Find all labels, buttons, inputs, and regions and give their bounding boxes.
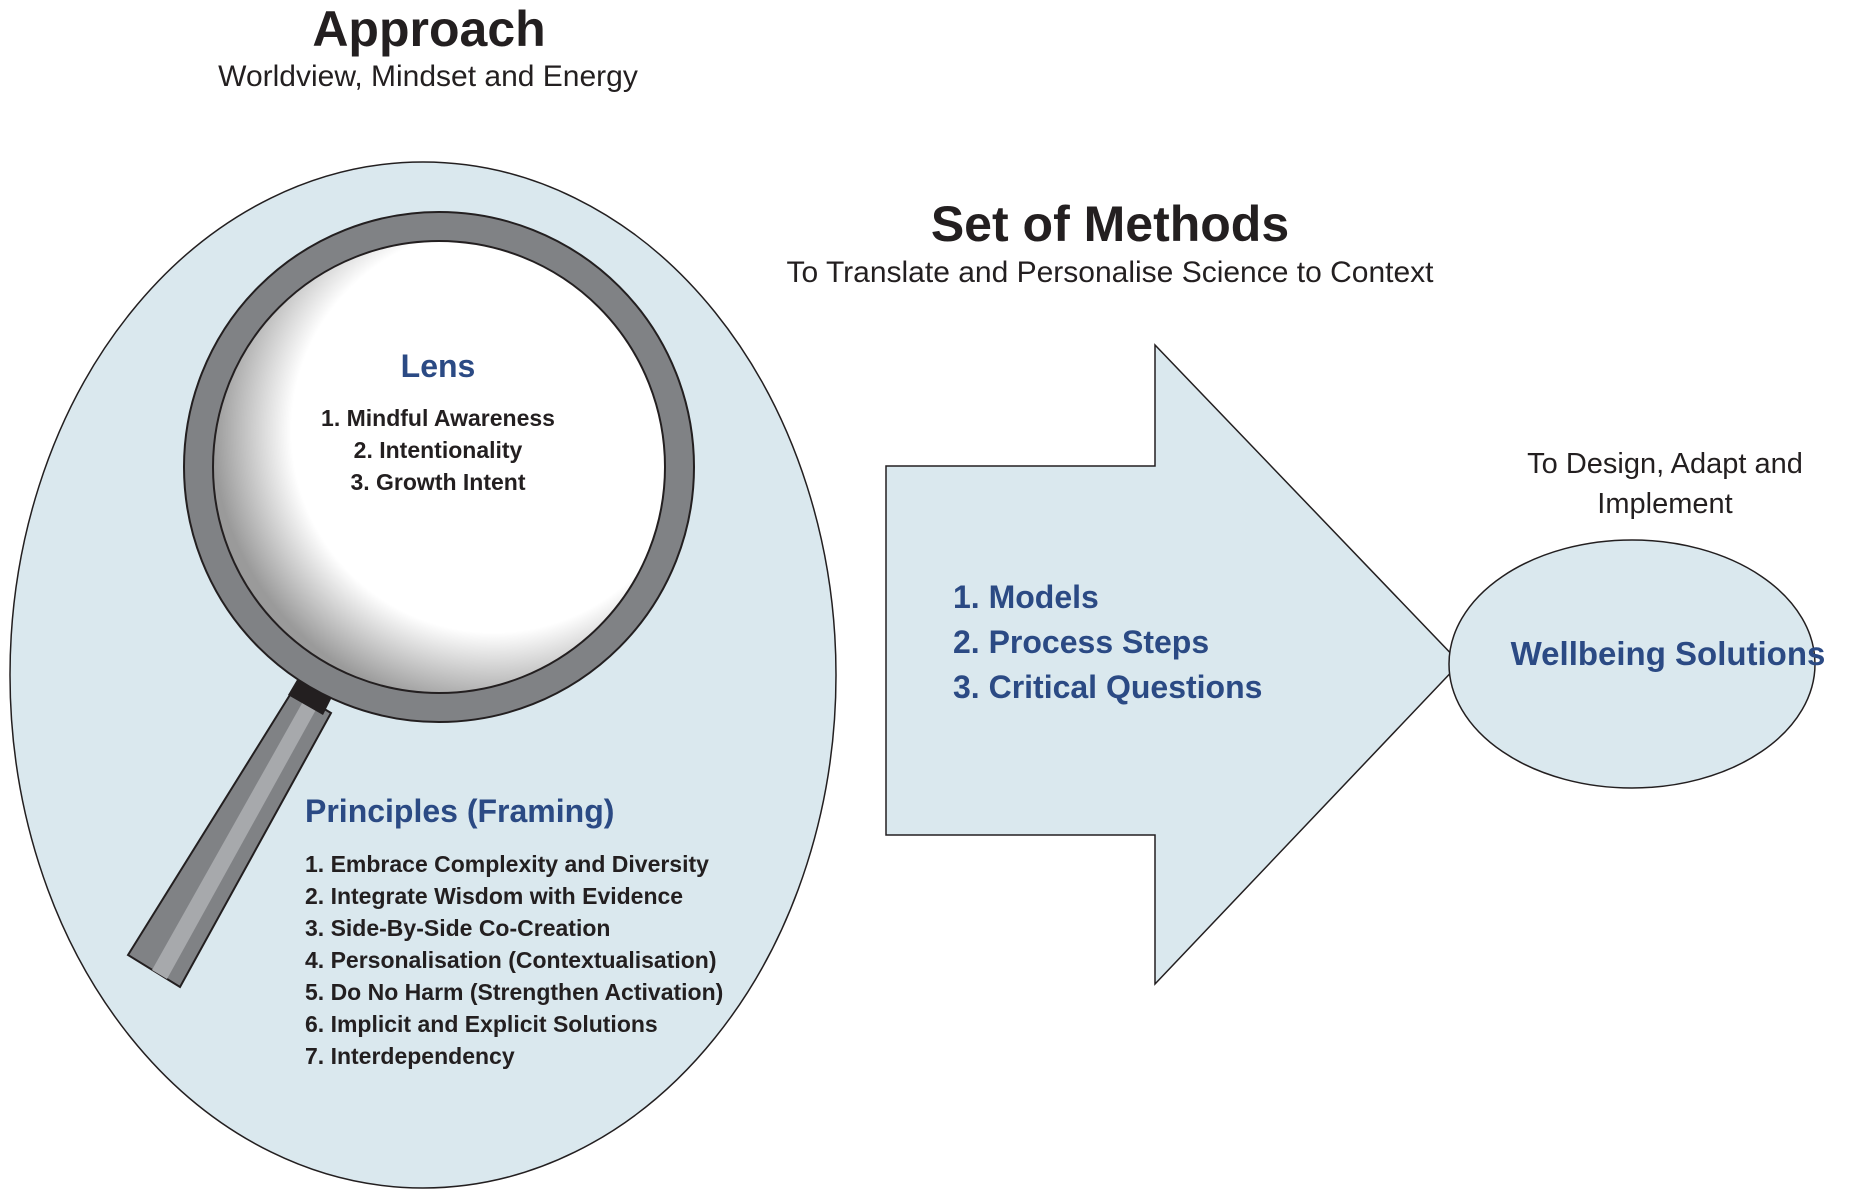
principle-item: 4. Personalisation (Contextualisation) <box>305 947 717 973</box>
approach-subtitle: Worldview, Mindset and Energy <box>218 60 638 93</box>
principle-item: 5. Do No Harm (Strengthen Activation) <box>305 979 724 1005</box>
principles-list: 1. Embrace Complexity and Diversity 2. I… <box>305 848 723 1072</box>
methods-title: Set of Methods <box>930 196 1290 252</box>
magnifier-lens <box>212 240 666 694</box>
principle-item: 1. Embrace Complexity and Diversity <box>305 851 709 877</box>
principle-item: 7. Interdependency <box>305 1043 515 1069</box>
lens-item: 3. Growth Intent <box>350 469 526 495</box>
lens-item: 1. Mindful Awareness <box>321 405 555 431</box>
approach-title: Approach <box>312 1 546 57</box>
magnifier-collar <box>288 673 334 715</box>
method-item: 1. Models <box>953 579 1099 615</box>
principle-item: 6. Implicit and Explicit Solutions <box>305 1011 658 1037</box>
lens-item: 2. Intentionality <box>353 437 523 463</box>
solutions-ellipse <box>1448 539 1816 789</box>
methods-arrow <box>885 343 1462 986</box>
lens-list: 1. Mindful Awareness 2. Intentionality 3… <box>288 402 588 498</box>
principles-title: Principles (Framing) <box>305 793 615 829</box>
design-adapt-implement-text: To Design, Adapt and Implement <box>1527 448 1803 520</box>
method-item: 2. Process Steps <box>953 624 1210 660</box>
principle-item: 2. Integrate Wisdom with Evidence <box>305 883 684 909</box>
wellbeing-solutions-label: Wellbeing Solutions <box>1510 635 1826 672</box>
methods-subtitle: To Translate and Personalise Science to … <box>786 256 1434 289</box>
magnifying-glass-icon <box>126 211 695 989</box>
magnifier-handle-highlight <box>152 698 318 979</box>
method-item: 3. Critical Questions <box>953 669 1263 705</box>
principle-item: 3. Side-By-Side Co-Creation <box>305 915 611 941</box>
lens-title: Lens <box>400 348 476 384</box>
methods-list: 1. Models 2. Process Steps 3. Critical Q… <box>953 575 1262 710</box>
